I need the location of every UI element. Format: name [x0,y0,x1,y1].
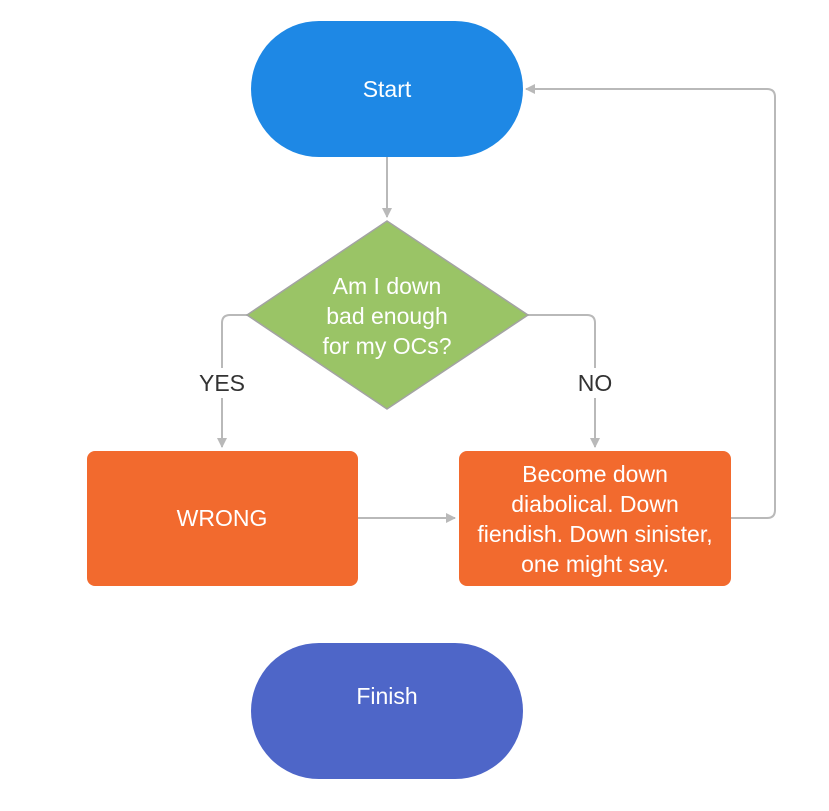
wrong-node [87,451,358,586]
yes-label-backing [194,368,250,398]
become-label-line-4: one might say. [521,551,669,577]
edge-decision-yes-to-wrong [217,314,247,448]
edge-label-yes: YES [199,370,245,396]
become-label-line-3: fiendish. Down sinister, [477,521,712,547]
edge-decision-no-to-become [528,314,600,448]
finish-node [251,643,523,779]
start-label: Start [363,76,412,102]
edge-label-no: NO [578,370,613,396]
decision-label-line-2: bad enough [326,303,448,329]
start-node [251,21,523,157]
decision-label-line-1: Am I down [333,273,442,299]
become-label-line-1: Become down [522,461,668,487]
wrong-label: WRONG [177,505,268,531]
no-label-backing [572,368,618,398]
decision-label-line-3: for my OCs? [322,333,451,359]
edge-become-loop-to-start [525,84,776,519]
decision-node [245,220,530,410]
finish-label: Finish [356,683,417,709]
become-node [459,451,731,586]
become-label-line-2: diabolical. Down [511,491,678,517]
